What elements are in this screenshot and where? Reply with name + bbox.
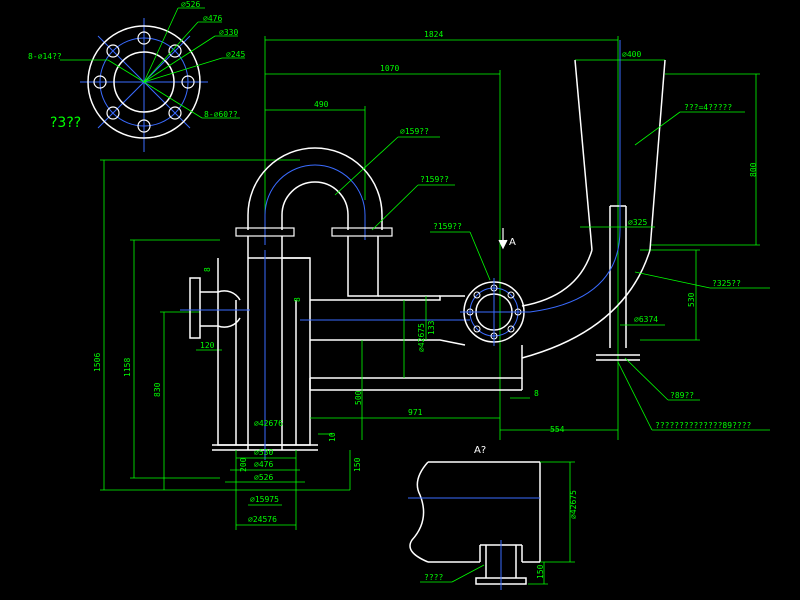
flange-bolt-circle: [99, 37, 189, 127]
label-cone-note: ???=4?????: [684, 103, 732, 112]
flange-view-label: ?3??: [50, 115, 81, 131]
u-bend-pipe: [247, 147, 383, 245]
dim-1506: 1506: [93, 353, 102, 372]
outlet-elbow-cone: [521, 59, 666, 361]
dim-d24576: ⌀24576: [248, 515, 277, 524]
inner-pipe: [347, 236, 440, 297]
pipe-leaders: [334, 136, 491, 281]
label-note-long: ??????????????89????: [655, 421, 752, 430]
dim-8-pipe: 8: [293, 297, 302, 302]
label-pipe-159c: ?159??: [433, 222, 462, 231]
flange-view: ⌀526 ⌀476 ⌀330 ⌀245 8-⌀14?? 8-⌀60?? ?3??: [28, 0, 245, 152]
label-d6374: ⌀6374: [634, 315, 658, 324]
label-pipe-159a: ⌀159??: [400, 127, 429, 136]
flange-bolt-holes: [93, 31, 195, 133]
dim-530-right: 530: [687, 292, 696, 307]
dim-200: 200: [239, 457, 248, 472]
horizontal-pipe: [309, 295, 523, 391]
view-arrow-a: [498, 228, 508, 250]
view-a-d42675: ⌀42675: [569, 490, 578, 519]
view-a-dims: [420, 461, 575, 585]
dim-d15975: ⌀15975: [250, 495, 279, 504]
dim-d526-bottom: ⌀526: [254, 473, 273, 482]
flange-inner-circle: [113, 51, 175, 113]
flange-holes-right-label: 8-⌀60??: [204, 110, 238, 119]
dim-800: 800: [749, 162, 758, 177]
flange-d476-label: ⌀476: [203, 14, 222, 23]
elbow-centerline: [529, 40, 621, 313]
dim-150: 150: [353, 457, 362, 472]
dim-500: 500: [354, 390, 363, 405]
left-inlet-nozzle: [189, 277, 241, 339]
main-elevation: 1824 1070 490 ⌀400 800 530 1506 1158 830…: [93, 30, 770, 530]
flange-d526-label: ⌀526: [181, 0, 200, 9]
label-pipe-159b: ?159??: [420, 175, 449, 184]
dim-1158: 1158: [123, 358, 132, 377]
middle-dimension-lines: [225, 296, 618, 530]
dim-8-left: 8: [203, 267, 212, 272]
dim-d530-bottom: ⌀530: [254, 448, 273, 457]
flange-outer-circle: [87, 25, 201, 139]
dim-d42675-mid: ⌀42675: [417, 323, 426, 352]
top-flanges: [235, 227, 393, 237]
dim-1824: 1824: [424, 30, 443, 39]
section-flange: [460, 278, 530, 346]
view-a: A? ⌀42675 150 ????: [408, 445, 578, 590]
dim-490: 490: [314, 100, 329, 109]
mark-a-label: A: [509, 237, 516, 248]
dim-120: 120: [200, 341, 215, 350]
label-d325: ⌀325: [628, 218, 647, 227]
dim-133: 133: [427, 320, 436, 335]
label-note-89a: ?89??: [670, 391, 694, 400]
dim-1070: 1070: [380, 64, 399, 73]
flange-d330-label: ⌀330: [219, 28, 238, 37]
dim-d42676-vessel: ⌀42676: [254, 419, 283, 428]
view-a-note: ????: [424, 573, 443, 582]
dim-830: 830: [153, 382, 162, 397]
flange-leaders: [60, 7, 245, 119]
dim-10: 10: [328, 432, 337, 442]
left-dimension-lines: [100, 159, 350, 491]
view-a-150: 150: [536, 564, 545, 579]
right-leaders: [580, 111, 770, 431]
label-elbow-325: ?325??: [712, 279, 741, 288]
flange-holes-left-label: 8-⌀14??: [28, 52, 62, 61]
dim-554: 554: [550, 425, 565, 434]
dim-8-small: 8: [534, 389, 539, 398]
view-a-title: A?: [474, 445, 486, 456]
flange-d245-label: ⌀245: [226, 50, 245, 59]
dim-971: 971: [408, 408, 423, 417]
dim-d400: ⌀400: [622, 50, 641, 59]
dim-d476-bottom: ⌀476: [254, 460, 273, 469]
